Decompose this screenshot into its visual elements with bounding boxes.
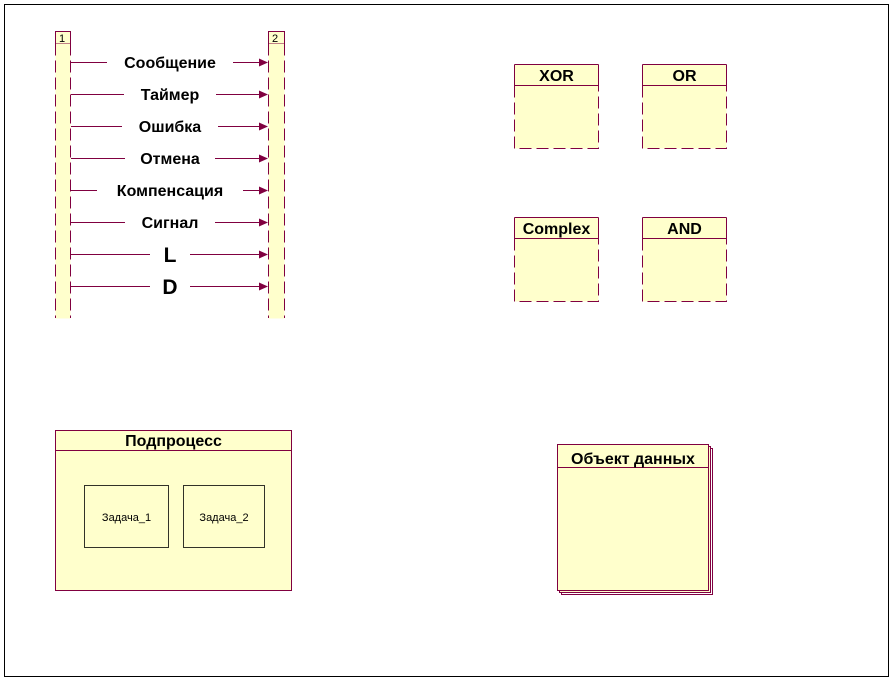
message-label: L [164, 244, 177, 267]
message-arrowhead [259, 250, 268, 259]
lifeline-1-body [55, 43, 71, 319]
message-label: Таймер [141, 87, 200, 104]
message-label: Компенсация [117, 183, 223, 200]
messages-group: Сообщение Таймер Ошибка Отмена Компенсац… [71, 55, 268, 299]
task-label: Задача_2 [199, 512, 248, 524]
message-oshibka[interactable]: Ошибка [71, 119, 268, 136]
data-object-title: Объект данных [571, 451, 695, 468]
gateway-body [514, 64, 599, 149]
gateway-body [642, 64, 727, 149]
lifeline-2[interactable]: 2 [268, 31, 285, 319]
task-2[interactable]: Задача_2 [183, 485, 265, 548]
message-otmena[interactable]: Отмена [71, 151, 268, 168]
gateway-dashed-body [514, 238, 599, 302]
message-d[interactable]: D [71, 276, 268, 299]
message-arrowhead [259, 282, 268, 291]
message-kompensatsiya[interactable]: Компенсация [71, 183, 268, 200]
message-arrowhead [259, 58, 268, 67]
gateway-label: AND [667, 221, 702, 238]
gateway-xor[interactable]: XOR [514, 64, 599, 149]
message-arrowhead [259, 90, 268, 99]
message-l[interactable]: L [71, 244, 268, 267]
gateway-or[interactable]: OR [642, 64, 727, 149]
message-label: D [162, 276, 177, 299]
diagram-frame [4, 4, 889, 677]
task-box [84, 485, 169, 548]
message-arrowhead [259, 218, 268, 227]
message-label: Сигнал [142, 215, 199, 232]
gateway-body [642, 217, 727, 302]
message-label: Сообщение [124, 55, 216, 72]
message-label: Ошибка [139, 119, 202, 136]
data-object-box [557, 444, 709, 591]
subprocess-title: Подпроцесс [125, 433, 222, 450]
message-soobshchenie[interactable]: Сообщение [71, 55, 268, 72]
lifeline-1[interactable]: 1 [55, 31, 71, 319]
task-label: Задача_1 [102, 512, 151, 524]
gateway-complex[interactable]: Complex [514, 217, 599, 302]
lifeline-2-label: 2 [272, 33, 278, 45]
lifeline-2-body [268, 43, 285, 319]
message-arrowhead [259, 186, 268, 195]
subprocess[interactable]: Подпроцесс Задача_1 Задача_2 [55, 430, 292, 591]
gateway-label: XOR [539, 68, 574, 85]
gateway-dashed-body [642, 238, 727, 302]
task-1[interactable]: Задача_1 [84, 485, 169, 548]
message-signal[interactable]: Сигнал [71, 215, 268, 232]
gateway-and[interactable]: AND [642, 217, 727, 302]
data-object[interactable]: Объект данных [557, 444, 713, 595]
lifeline-1-label: 1 [59, 33, 65, 45]
message-arrowhead [259, 122, 268, 131]
message-taimer[interactable]: Таймер [71, 87, 268, 104]
task-box [183, 485, 265, 548]
gateway-label: Complex [523, 221, 591, 238]
message-label: Отмена [140, 151, 200, 168]
gateway-dashed-body [514, 85, 599, 149]
gateway-label: OR [673, 68, 697, 85]
gateway-body [514, 217, 599, 302]
message-arrowhead [259, 154, 268, 163]
gateway-dashed-body [642, 85, 727, 149]
